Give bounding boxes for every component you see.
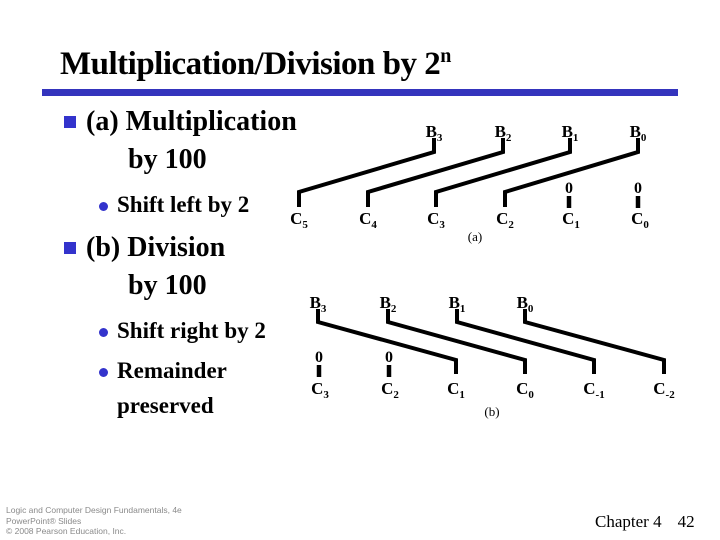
bit-label-b0: B0 [517,293,534,315]
dot-bullet-icon [99,368,108,377]
bit-label-c5: C5 [290,209,308,231]
copyright-credits: Logic and Computer Design Fundamentals, … [6,505,182,537]
bullet-line: preserved [117,393,214,418]
wire-b3-c5 [297,138,436,207]
bit-label-c4: C4 [359,209,377,231]
chapter-label: Chapter 4 [595,512,662,531]
page-number: 42 [677,512,695,531]
credit-line: PowerPoint® Slides [6,515,82,526]
bit-label-c2: C2 [381,379,399,401]
credit-line: © 2008 Pearson Education, Inc. [6,526,127,536]
bullet-item-a-multiplication: (a) Multiplication by 100 [64,103,297,179]
bit-label-c3: C3 [427,209,445,231]
bit-label-b3: B3 [426,122,443,144]
bit-label-c-minus-1: C-1 [583,379,604,401]
diagram-a-caption: (a) [468,229,482,244]
wire-b3-c1 [316,309,458,374]
bullet-item-shift-left: Shift left by 2 [99,187,249,222]
credit-line: Logic and Computer Design Fundamentals, … [6,505,182,515]
bullet-item-remainder: Remainder preserved [99,353,227,423]
bit-label-c0: C0 [631,209,649,231]
bullet-line: (a) Multiplication [86,106,297,137]
bit-label-b1: B1 [449,293,466,315]
wire-b0-c-2 [523,309,666,374]
title-rule [42,89,678,96]
slide-title-superscript: n [440,45,451,68]
bullet-item-shift-right: Shift right by 2 [99,313,266,348]
bit-label-c3: C3 [311,379,329,401]
bullet-line: Remainder [117,358,227,383]
diagram-b-caption: (b) [484,404,499,419]
bit-label-b3: B3 [310,293,327,315]
wire-b1-c3 [434,138,572,207]
bit-label-c-minus-2: C-2 [653,379,675,401]
bit-label-b0: B0 [630,122,647,144]
shift-left-diagram: B3 B2 B1 B0 0 0 C5 C4 C3 C2 C1 C0 (a) [290,122,649,244]
bullet-line: (b) Division [86,232,226,263]
slide-title: Multiplication/Division by 2n [60,46,451,83]
dot-bullet-icon [99,202,108,211]
footer-page-info: Chapter 4 42 [595,512,695,532]
zero-input-label: 0 [385,349,393,366]
dot-bullet-icon [99,328,108,337]
bullet-line: Shift left by 2 [117,192,250,217]
shift-right-diagram: B3 B2 B1 B0 0 0 C3 C2 C1 C0 C-1 C-2 (b) [310,293,676,419]
zero-input-label: 0 [565,180,573,197]
wire-b0-c2 [503,138,640,207]
zero-input-label: 0 [634,180,642,197]
slide-title-text: Multiplication/Division by 2 [60,46,441,83]
bit-label-c1: C1 [562,209,580,231]
bit-label-b1: B1 [562,122,579,144]
zero-input-label: 0 [315,349,323,366]
bit-label-b2: B2 [380,293,397,315]
bullet-line: Shift right by 2 [117,318,266,343]
square-bullet-icon [64,242,76,254]
bit-label-c2: C2 [496,209,514,231]
bit-label-c1: C1 [447,379,465,401]
bullet-line: by 100 [128,144,207,175]
square-bullet-icon [64,116,76,128]
bullet-item-b-division: (b) Division by 100 [64,229,225,305]
wire-b2-c0 [386,309,527,374]
bit-label-b2: B2 [495,122,512,144]
wire-b1-c-1 [455,309,596,374]
bit-label-c0: C0 [516,379,534,401]
wire-b2-c4 [366,138,505,207]
bullet-line: by 100 [128,270,207,301]
